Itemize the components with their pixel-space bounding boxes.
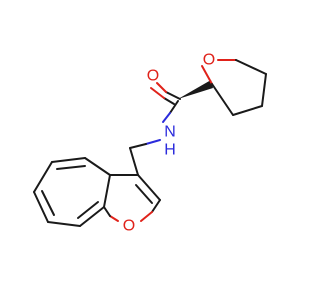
amide-hydrogen-label: H [164, 142, 176, 159]
structure-svg: O O N H O [33, 52, 267, 235]
amide-bond [162, 100, 179, 123]
molecule-diagram: O O N H O [33, 52, 267, 235]
tetrahydrofuran-ring [201, 59, 267, 116]
thf-oxygen-label: O [203, 52, 215, 69]
nitrogen-methylene-bond [129, 139, 161, 149]
furan-oxygen-label: O [123, 218, 135, 235]
benzene-ring [33, 157, 111, 227]
furan-ring [103, 174, 161, 222]
carbonyl-oxygen-label: O [147, 68, 159, 85]
carbonyl-double-bond [150, 82, 181, 105]
stereo-wedge-bond [178, 80, 213, 99]
amide-nitrogen-label: N [164, 124, 176, 141]
methylene-benzofuran-bond [129, 147, 139, 176]
